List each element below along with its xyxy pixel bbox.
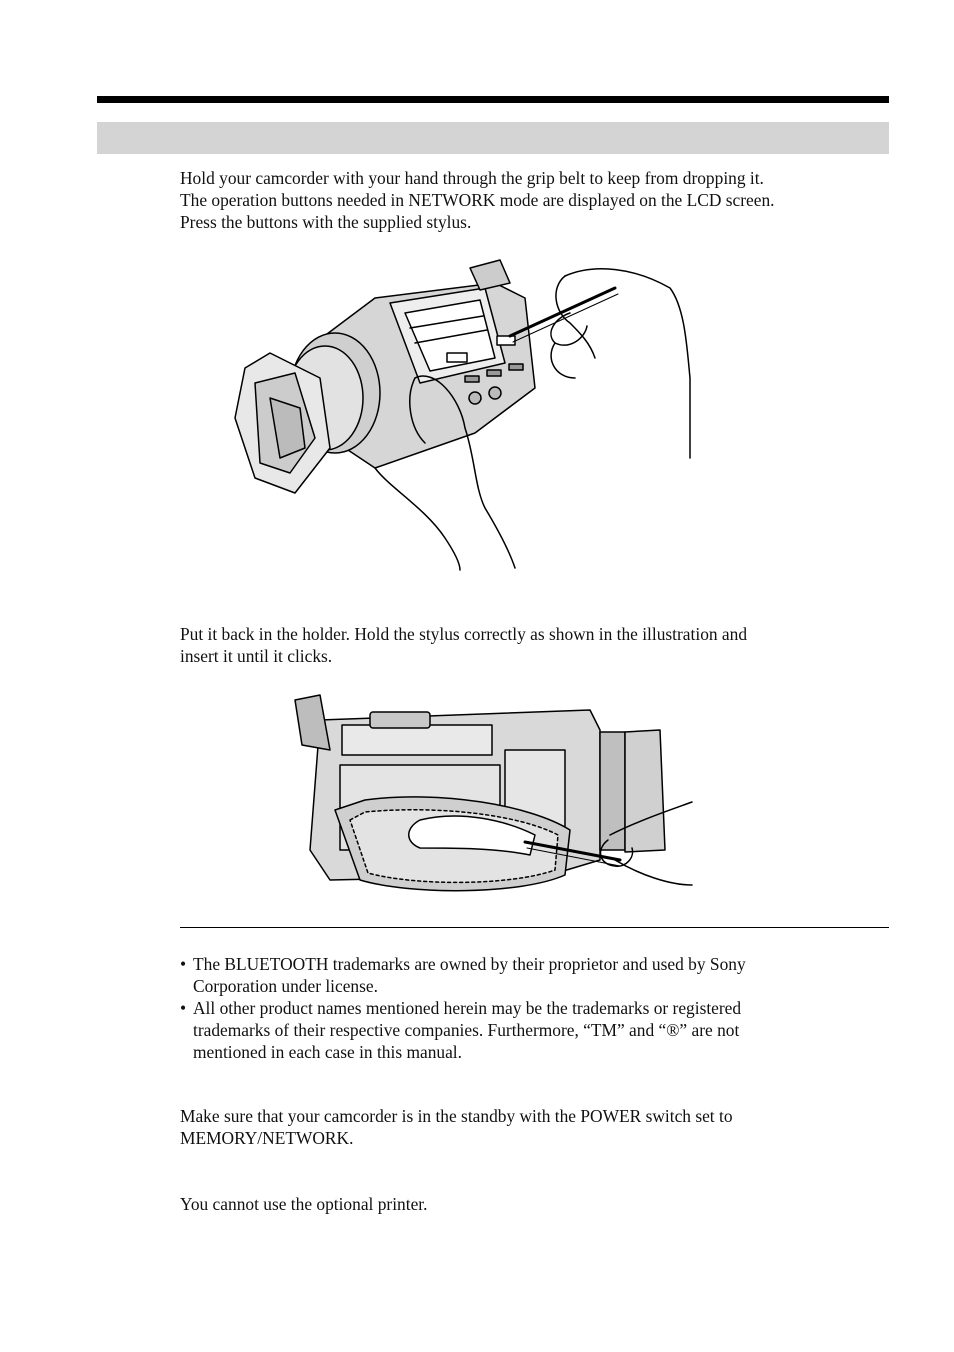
standby-line: MEMORY/NETWORK. bbox=[180, 1128, 354, 1148]
standby-paragraph: Make sure that your camcorder is in the … bbox=[180, 1105, 880, 1149]
intro-line: The operation buttons needed in NETWORK … bbox=[180, 190, 775, 210]
section-header-band bbox=[97, 122, 889, 154]
intro-line: Press the buttons with the supplied styl… bbox=[180, 212, 472, 232]
header-rule bbox=[97, 96, 889, 103]
printer-paragraph: You cannot use the optional printer. bbox=[180, 1193, 880, 1215]
camcorder-stylus-illustration bbox=[225, 258, 700, 573]
trademark-notes: • The BLUETOOTH trademarks are owned by … bbox=[180, 953, 880, 1063]
note-item: • All other product names mentioned here… bbox=[180, 997, 880, 1063]
intro-line: Hold your camcorder with your hand throu… bbox=[180, 168, 764, 188]
standby-line: Make sure that your camcorder is in the … bbox=[180, 1106, 733, 1126]
note-line: mentioned in each case in this manual. bbox=[193, 1042, 462, 1062]
note-line: All other product names mentioned herein… bbox=[193, 998, 742, 1018]
bullet: • bbox=[180, 954, 187, 974]
stylus-holder-illustration bbox=[290, 690, 695, 895]
bullet: • bbox=[180, 998, 187, 1018]
note-line: The BLUETOOTH trademarks are owned by th… bbox=[193, 954, 746, 974]
notes-divider bbox=[180, 927, 889, 928]
note-line: trademarks of their respective companies… bbox=[193, 1020, 740, 1040]
printer-line: You cannot use the optional printer. bbox=[180, 1194, 428, 1214]
note-item: • The BLUETOOTH trademarks are owned by … bbox=[180, 953, 880, 997]
intro-paragraph: Hold your camcorder with your hand throu… bbox=[180, 167, 880, 233]
stylus-storage-line: Put it back in the holder. Hold the styl… bbox=[180, 624, 748, 644]
stylus-storage-paragraph: Put it back in the holder. Hold the styl… bbox=[180, 623, 880, 667]
note-line: Corporation under license. bbox=[193, 976, 378, 996]
stylus-storage-line: insert it until it clicks. bbox=[180, 646, 333, 666]
